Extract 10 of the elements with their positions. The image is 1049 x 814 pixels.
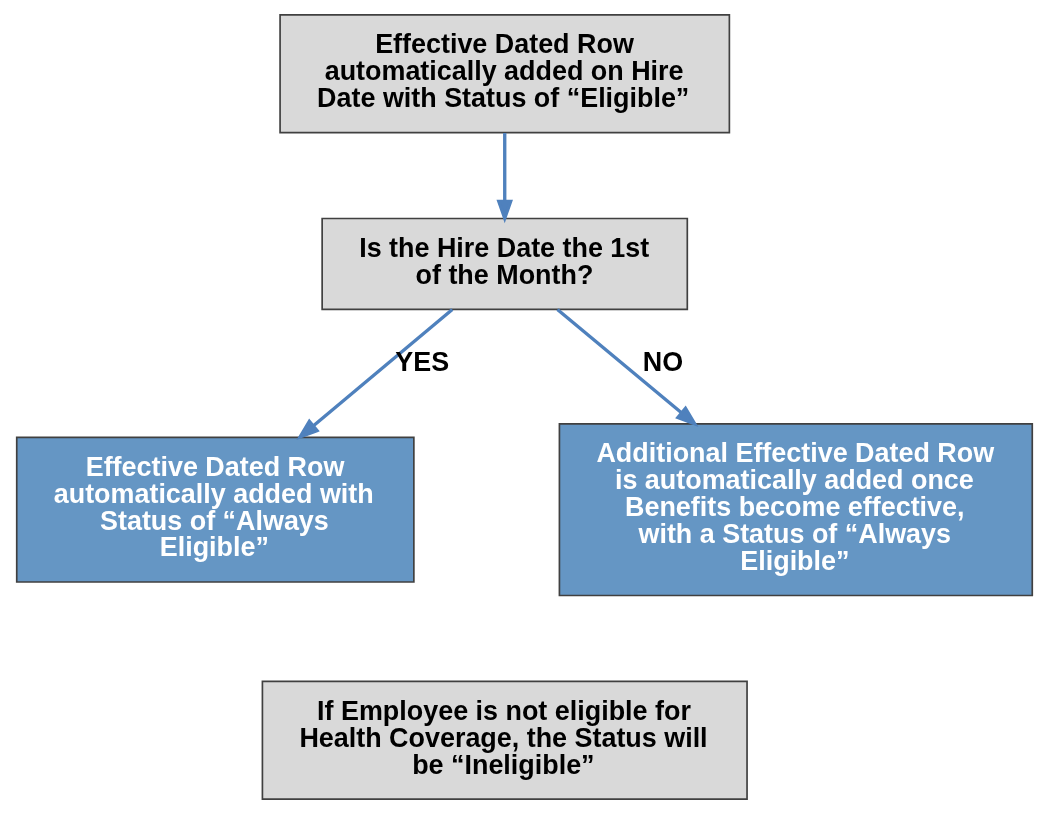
arrow [556,308,699,427]
arrow [296,308,454,441]
edge-label: YES [395,347,450,378]
node-box: If Employee is not eligible for Health Coverage, the Status will be “Ineligible” [261,680,748,800]
node-box: Effective Dated Row automatically added on Hire Date with Status of “Eligible” [279,14,731,134]
node-box: Is the Hire Date the 1st of the Month? [321,217,689,311]
node-box: Additional Effective Dated Row is automatically added once Benefits become effective, with a Status of “Always Eligible” [558,423,1034,597]
arrow [496,133,513,224]
edge-label: NO [642,347,684,378]
node-box: Effective Dated Row automatically added with Status of “Always Eligible” [15,436,415,583]
